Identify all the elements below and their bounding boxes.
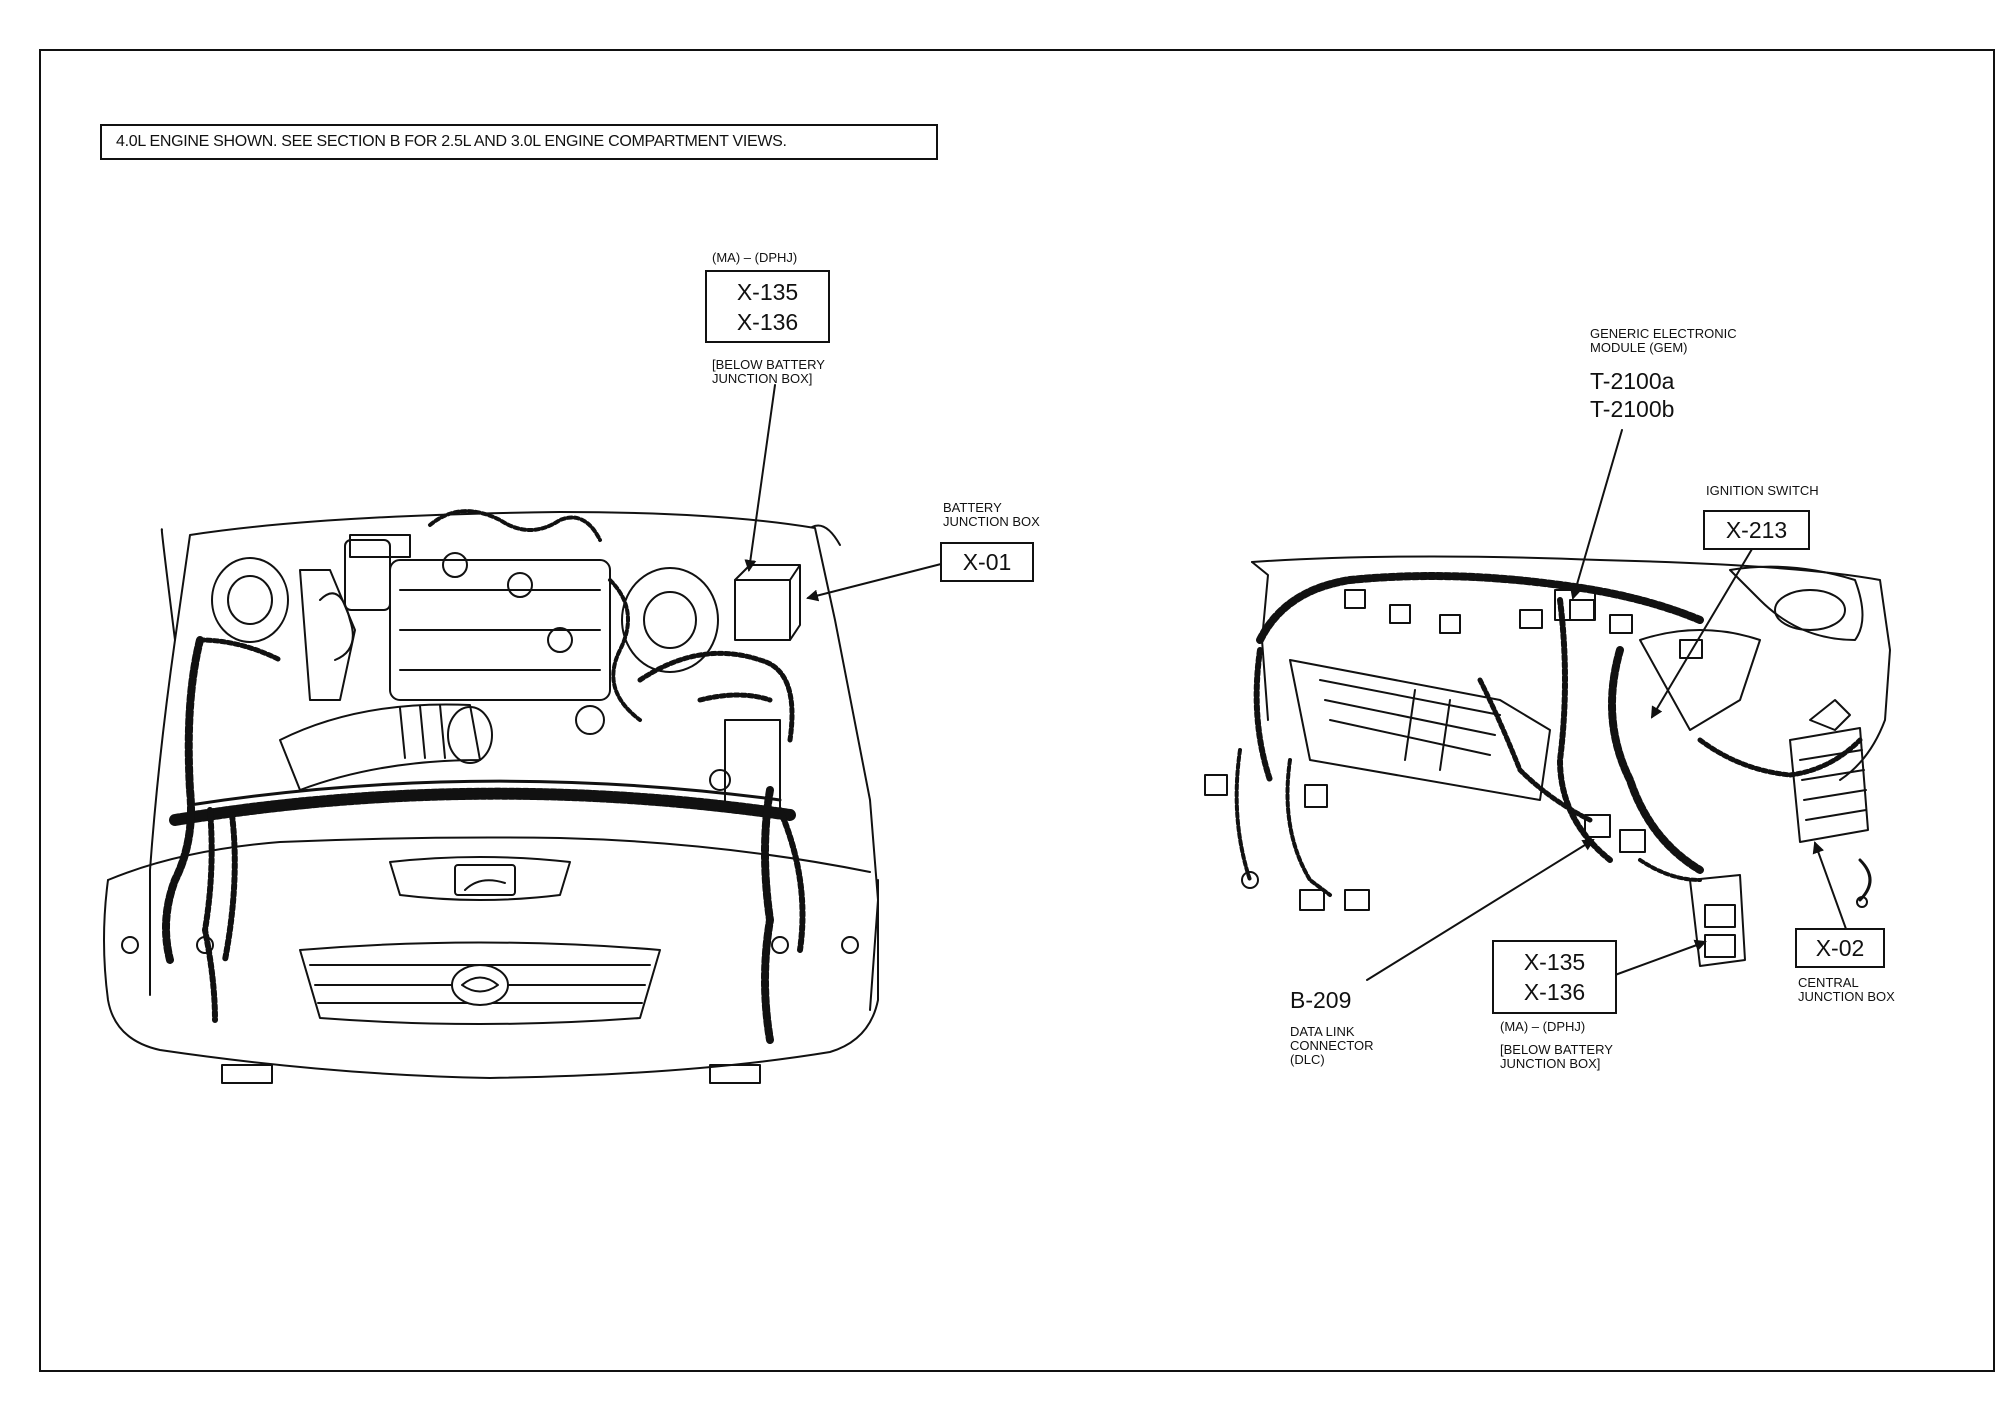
central-junction-box-leader [1812, 841, 1851, 941]
battery-junction-box-label-1: BATTERY [943, 500, 1002, 515]
battery-junction-box-code: X-01 [962, 549, 1012, 575]
upper-connector-code-2: X-136 [736, 308, 799, 335]
lower-connector-note-1: [BELOW BATTERY [1500, 1042, 1613, 1057]
engine-compartment-drawing [103, 509, 879, 1084]
central-junction-box-label-2: JUNCTION BOX [1798, 989, 1895, 1004]
central-junction-box-label-1: CENTRAL [1798, 975, 1859, 990]
battery-junction-box-label-2: JUNCTION BOX [943, 514, 1040, 529]
lower-connector-code-2: X-136 [1523, 979, 1586, 1005]
dlc-label-1: DATA LINK [1290, 1024, 1355, 1039]
central-junction-box-code-box: X-02 [1795, 928, 1885, 968]
dlc-leader [1366, 838, 1595, 981]
upper-connector-prefix: (MA) – (DPHJ) [712, 250, 798, 265]
lower-connector-leader [1614, 939, 1707, 976]
upper-connector-code-1: X-135 [736, 278, 799, 305]
gem-label-2: MODULE (GEM) [1590, 340, 1688, 355]
gem-code-1: T-2100a [1590, 368, 1675, 394]
gem-leader [1570, 429, 1623, 600]
gem-code-2: T-2100b [1590, 396, 1675, 422]
lower-connector-prefix: (MA) – (DPHJ) [1500, 1019, 1586, 1034]
dlc-label-2: CONNECTOR [1290, 1038, 1374, 1053]
battery-junction-box-leader [806, 562, 946, 602]
ignition-switch-code-box: X-213 [1703, 510, 1810, 550]
upper-connector-leader [744, 384, 776, 572]
ignition-switch-label: IGNITION SWITCH [1706, 483, 1819, 498]
battery-junction-box-code-box: X-01 [940, 542, 1034, 582]
lower-connector-note-2: JUNCTION BOX] [1500, 1056, 1601, 1071]
gem-label-1: GENERIC ELECTRONIC [1590, 326, 1737, 341]
dlc-label-3: (DLC) [1290, 1052, 1325, 1067]
dlc-code: B-209 [1290, 987, 1352, 1013]
header-note: 4.0L ENGINE SHOWN. SEE SECTION B FOR 2.5… [100, 124, 938, 160]
upper-connector-box: X-135 X-136 [705, 270, 830, 343]
lower-connector-box: X-135 X-136 [1492, 940, 1617, 1014]
ignition-switch-leader [1650, 543, 1756, 719]
central-junction-box-code: X-02 [1815, 935, 1865, 961]
instrument-panel-drawing [1204, 555, 1891, 967]
ignition-switch-code: X-213 [1725, 517, 1788, 543]
upper-connector-note-1: [BELOW BATTERY [712, 357, 825, 372]
diagram-frame [39, 49, 1995, 1372]
lower-connector-code-1: X-135 [1523, 949, 1586, 975]
upper-connector-note-2: JUNCTION BOX] [712, 371, 813, 386]
